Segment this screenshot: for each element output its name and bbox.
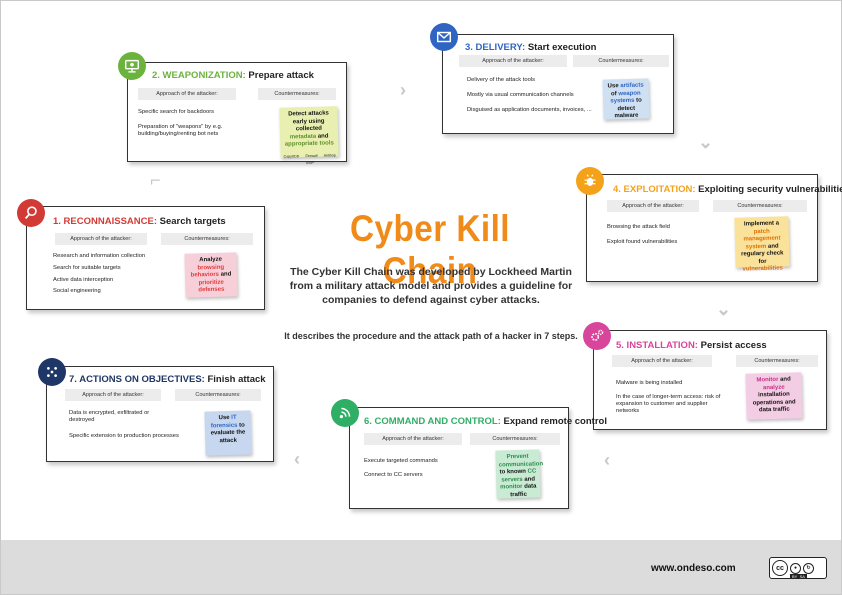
countermeasure-note-exploitation: Implement a patch management system and … — [734, 216, 790, 273]
approach-item: Connect to CC servers — [364, 472, 423, 478]
approach-header: Approach of the attacker: — [55, 233, 147, 245]
approach-item: In the case of longer-term access: risk … — [616, 394, 721, 414]
arrow-2-3: › — [400, 80, 406, 100]
magnifier-icon — [17, 199, 45, 227]
approach-header: Approach of the attacker: — [138, 88, 236, 100]
approach-item: Browsing the attack field — [607, 224, 670, 230]
stage-card-command-and-control: 6. COMMAND AND CONTROL: Expand remote co… — [349, 407, 607, 509]
countermeasure-note-delivery: Use artifacts of weapon systems to detec… — [602, 78, 650, 120]
approach-item: Specific extension to production process… — [69, 433, 179, 439]
approach-item: Execute targeted commands — [364, 458, 438, 464]
arrow-5-6: ‹ — [604, 450, 610, 470]
approach-item: Exploit found vulnerabilities — [607, 239, 678, 245]
approach-header: Approach of the attacker: — [612, 355, 712, 367]
gears-icon — [583, 322, 611, 350]
stage-number-delivery: 3. DELIVERY: — [465, 42, 526, 53]
stage-card-exploitation: 4. EXPLOITATION: Exploiting security vul… — [586, 174, 842, 282]
sa-icon: ↻ — [803, 562, 814, 574]
stage-card-installation: 5. INSTALLATION: Persist access Approach… — [593, 330, 827, 430]
approach-item: Search for suitable targets — [53, 265, 121, 271]
approach-header: Approach of the attacker: — [364, 433, 462, 445]
countermeasures-header: Countermeasures: — [736, 355, 818, 367]
stage-subtitle-c2: Expand remote control — [503, 416, 607, 427]
footer-bar — [1, 540, 841, 594]
approach-header: Approach of the attacker: — [607, 200, 699, 212]
arrow-4-5: ⌄ — [716, 299, 732, 319]
stage-card-delivery: 3. DELIVERY: Start execution Approach of… — [442, 34, 674, 134]
envelope-icon — [430, 23, 458, 51]
approach-header: Approach of the attacker: — [65, 389, 161, 401]
stage-number-actions: 7. ACTIONS ON OBJECTIVES: — [69, 374, 205, 385]
stage-card-weaponization: 2. WEAPONIZATION: Prepare attack Approac… — [127, 62, 347, 165]
page-description: The Cyber Kill Chain was developed by Lo… — [289, 266, 573, 306]
countermeasure-note-actions: Use IT forensics to evaluate the attack — [204, 410, 252, 456]
approach-item: Preparation of "weapons" by e.g. buildin… — [138, 124, 223, 137]
approach-header: Approach of the attacker: — [459, 55, 567, 67]
arrow-3-4: ⌄ — [698, 132, 714, 152]
approach-item: Social engineering — [53, 288, 101, 294]
by-icon: ● — [790, 562, 801, 574]
approach-item: Active data interception — [53, 277, 114, 283]
cc-license-label: BY SA — [790, 574, 807, 579]
countermeasures-header: Countermeasures: — [470, 433, 560, 445]
countermeasures-header: Countermeasures: — [713, 200, 807, 212]
bug-icon — [576, 167, 604, 195]
stage-subtitle-exploitation: Exploiting security vulnerabilities — [698, 184, 842, 195]
approach-item: Data is encrypted, exfiltrated or destro… — [69, 410, 150, 423]
stage-card-reconnaissance: 1. RECONNAISSANCE: Search targets Approa… — [26, 206, 265, 310]
countermeasures-header: Countermeasures: — [573, 55, 669, 67]
countermeasures-header: Countermeasures: — [161, 233, 253, 245]
stage-subtitle-actions: Finish attack — [207, 374, 266, 385]
countermeasures-header: Countermeasures: — [258, 88, 336, 100]
stage-number-installation: 5. INSTALLATION: — [616, 340, 698, 351]
cc-icon: cc — [772, 560, 788, 576]
cc-license-badge: cc ● ↻ — [769, 557, 827, 579]
countermeasure-note-c2: Prevent communication to known CC server… — [495, 449, 543, 499]
signal-icon — [331, 399, 359, 427]
approach-item: Disguised as application documents, invo… — [467, 107, 592, 113]
arrow-1-2: ⌐ — [150, 170, 161, 190]
arrow-6-7: ‹ — [294, 449, 300, 469]
approach-item: Malware is being installed — [616, 380, 683, 386]
stage-number-reconnaissance: 1. RECONNAISSANCE: — [53, 216, 157, 227]
countermeasures-header: Countermeasures: — [175, 389, 261, 401]
dice-icon — [38, 358, 66, 386]
approach-item: Research and information collection — [53, 253, 146, 259]
monitor-gear-icon — [118, 52, 146, 80]
countermeasure-note-installation: Monitor and analyze installation operati… — [745, 372, 803, 420]
stage-subtitle-delivery: Start execution — [527, 42, 597, 53]
website-link[interactable]: www.ondeso.com — [651, 563, 736, 574]
approach-item: Specific search for backdoors — [138, 109, 215, 115]
approach-item: Mostly via usual communication channels — [467, 92, 574, 98]
stage-subtitle-weaponization: Prepare attack — [248, 70, 314, 81]
countermeasure-note-reconnaissance: Analyze browsing behaviors and prioritiz… — [184, 252, 238, 298]
page-title: Cyber Kill Chain — [350, 208, 510, 291]
stage-subtitle-reconnaissance: Search targets — [159, 216, 226, 227]
stage-number-c2: 6. COMMAND AND CONTROL: — [364, 416, 501, 427]
stage-number-exploitation: 4. EXPLOITATION: — [613, 184, 696, 195]
approach-item: Delivery of the attack tools — [467, 77, 535, 83]
stage-number-weaponization: 2. WEAPONIZATION: — [152, 70, 246, 81]
stage-card-actions-on-objectives: 7. ACTIONS ON OBJECTIVES: Finish attack … — [46, 366, 274, 462]
stage-subtitle-installation: Persist access — [700, 340, 767, 351]
countermeasure-note-weaponization: Detect attacks early using collected met… — [279, 106, 339, 165]
page-description-steps: It describes the procedure and the attac… — [284, 331, 578, 341]
